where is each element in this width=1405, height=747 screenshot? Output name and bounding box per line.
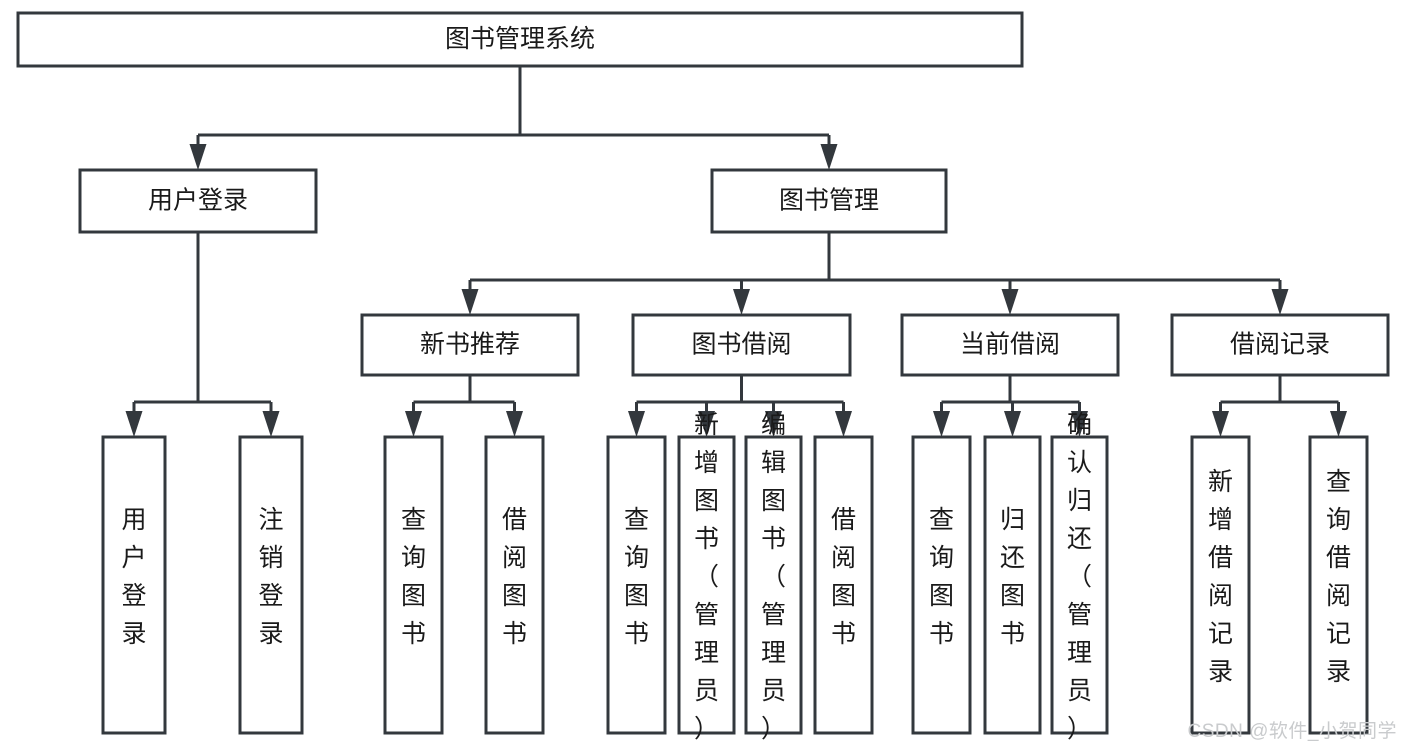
node-label: 归还图书 <box>1000 506 1025 648</box>
node-leaf-query-book-current[interactable]: 查询图书 <box>911 435 972 735</box>
node-label: 图书借阅 <box>691 331 791 359</box>
node-borrow-record[interactable]: 借阅记录 <box>1170 313 1390 377</box>
node-label: 注销登录 <box>258 506 283 648</box>
node-box <box>631 313 852 377</box>
node-box <box>813 435 874 735</box>
node-label: 用户登录 <box>121 506 146 648</box>
node-leaf-return-book[interactable]: 归还图书 <box>983 435 1042 735</box>
node-book-management[interactable]: 图书管理 <box>710 168 948 234</box>
node-leaf-borrow-book[interactable]: 借阅图书 <box>813 435 874 735</box>
node-label: 查询图书 <box>624 506 649 648</box>
arrow-head-icon <box>1330 411 1347 437</box>
node-box <box>16 11 1024 68</box>
arrow-head-icon <box>628 411 645 437</box>
arrow-head-icon <box>189 144 207 170</box>
node-box <box>677 435 736 735</box>
arrow-head-icon <box>125 411 143 437</box>
node-box <box>983 435 1042 735</box>
arrow-head-icon <box>1212 411 1229 437</box>
node-box <box>1308 435 1369 735</box>
arrow-head-icon <box>1001 289 1019 315</box>
node-leaf-confirm-return-admin[interactable]: 确认归还（管理员） <box>1050 411 1109 743</box>
arrow-head-icon <box>698 411 715 437</box>
arrow-head-icon <box>1071 411 1088 437</box>
node-label: 借阅记录 <box>1230 331 1330 359</box>
arrow-head-icon <box>820 144 838 170</box>
node-box <box>1190 435 1251 735</box>
node-box <box>101 435 167 735</box>
node-label: 查询借阅记录 <box>1326 468 1351 686</box>
node-leaf-query-borrow-record[interactable]: 查询借阅记录 <box>1308 435 1369 735</box>
connector-group-book-management <box>461 232 1289 315</box>
node-label: 图书管理 <box>779 187 879 215</box>
node-box <box>1170 313 1390 377</box>
node-label: 查询图书 <box>929 506 954 648</box>
node-new-book-recommend[interactable]: 新书推荐 <box>360 313 580 377</box>
node-label: 编辑图书（管理员） <box>761 411 786 743</box>
node-leaf-logout-login[interactable]: 注销登录 <box>238 435 304 735</box>
node-leaf-edit-book-admin[interactable]: 编辑图书（管理员） <box>744 411 803 743</box>
node-label: 图书管理系统 <box>445 25 595 53</box>
arrow-head-icon <box>933 411 950 437</box>
node-box <box>360 313 580 377</box>
node-box <box>911 435 972 735</box>
arrow-head-icon <box>405 411 422 437</box>
arrow-head-icon <box>1004 411 1021 437</box>
node-box <box>744 435 803 735</box>
node-label: 当前借阅 <box>960 331 1060 359</box>
node-leaf-query-book-recommend[interactable]: 查询图书 <box>383 435 444 735</box>
connector-group-new-book-recommend <box>405 375 523 437</box>
arrow-head-icon <box>1271 289 1289 315</box>
node-label: 借阅图书 <box>502 506 527 648</box>
node-box <box>383 435 444 735</box>
node-label: 新增借阅记录 <box>1208 468 1233 686</box>
arrow-head-icon <box>262 411 280 437</box>
node-box <box>900 313 1120 377</box>
connector-group-book-borrow <box>628 375 852 437</box>
node-box <box>710 168 948 234</box>
node-box <box>78 168 318 234</box>
node-label: 借阅图书 <box>831 506 856 648</box>
arrow-head-icon <box>835 411 852 437</box>
node-leaf-borrow-book-recommend[interactable]: 借阅图书 <box>484 435 545 735</box>
node-root[interactable]: 图书管理系统 <box>16 11 1024 68</box>
connector-group-current-borrow <box>933 375 1088 437</box>
connector-group-borrow-record <box>1212 375 1347 437</box>
node-label: 用户登录 <box>148 187 248 215</box>
node-label: 新书推荐 <box>420 331 520 359</box>
node-box <box>484 435 545 735</box>
node-label: 查询图书 <box>401 506 426 648</box>
arrow-head-icon <box>506 411 523 437</box>
node-user-login[interactable]: 用户登录 <box>78 168 318 234</box>
node-leaf-user-login[interactable]: 用户登录 <box>101 435 167 735</box>
connector-group-root <box>189 66 838 170</box>
connector-group-user-login <box>125 232 280 437</box>
node-leaf-query-book-borrow[interactable]: 查询图书 <box>606 435 667 735</box>
node-current-borrow[interactable]: 当前借阅 <box>900 313 1120 377</box>
node-box <box>238 435 304 735</box>
node-label: 确认归还（管理员） <box>1067 411 1092 743</box>
arrow-head-icon <box>733 289 750 315</box>
node-layer: 图书管理系统用户登录图书管理新书推荐图书借阅当前借阅借阅记录用户登录注销登录查询… <box>16 11 1390 743</box>
node-leaf-add-borrow-record[interactable]: 新增借阅记录 <box>1190 435 1251 735</box>
node-leaf-add-book-admin[interactable]: 新增图书（管理员） <box>677 411 736 743</box>
connector-layer <box>125 66 1347 437</box>
arrow-head-icon <box>461 289 479 315</box>
node-box <box>606 435 667 735</box>
arrow-head-icon <box>765 411 782 437</box>
node-box <box>1050 435 1109 735</box>
node-book-borrow[interactable]: 图书借阅 <box>631 313 852 377</box>
node-label: 新增图书（管理员） <box>694 411 719 743</box>
